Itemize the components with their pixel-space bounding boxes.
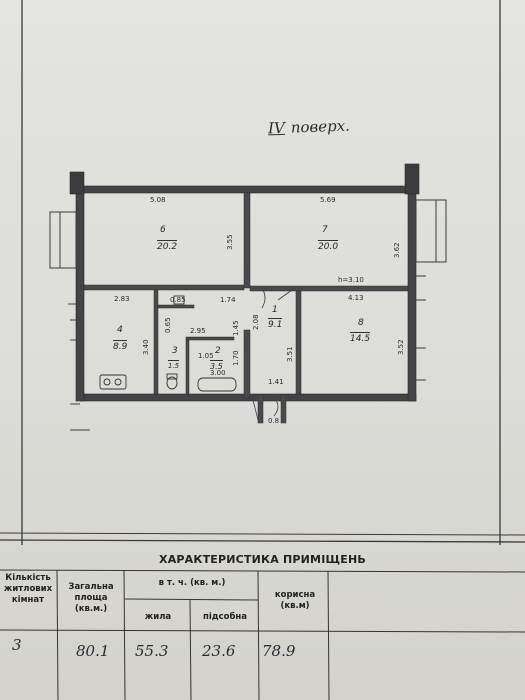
room-8-number: 8 [358,318,364,328]
value-living: 55.3 [135,642,169,660]
page-frame [0,0,525,545]
dim-bath-length: 3.00 [210,369,226,377]
dim-room6-width: 5.08 [150,196,166,204]
room-3-area: 1.5 [168,360,180,370]
dim-room7-width: 5.69 [320,196,336,204]
door-swings [251,287,293,421]
header-auxiliary: підсобна [202,612,248,622]
room-7-number: 7 [322,225,328,235]
room-4-number: 4 [117,325,123,335]
value-rooms-count: 3 [12,636,22,654]
room-3-number: 3 [172,346,178,356]
room-1-number: 1 [272,305,278,315]
dim-room4-width: 2.83 [114,295,130,303]
value-total-area: 80.1 [76,642,110,660]
interior-walls [83,192,409,424]
sanitary-fixtures [99,295,237,392]
room-7-area: 20.0 [318,240,339,252]
header-living: жила [144,612,172,622]
header-rooms-count: Кількість житлових кімнат [3,573,53,605]
room-8-area: 14.5 [350,332,371,344]
room-2-area: 3.5 [210,360,223,371]
dim-entry-small: 0.8 [268,417,280,425]
table-title: ХАРАКТЕРИСТИКА ПРИМІЩЕНЬ [159,553,366,566]
header-total-area: Загальна площа (кв.м.) [68,582,114,614]
dim-wc-width: 1.05 [198,352,214,360]
header-useful: корисна (кв.м) [274,590,316,611]
window-niches [49,199,447,431]
dim-room7-height-note: h=3.10 [338,276,364,284]
dim-room8-width: 4.13 [348,294,364,302]
dim-closet-width: 0.85 [170,296,186,304]
room-6-number: 6 [160,225,166,235]
header-including: в т. ч. (кв. м.) [158,578,226,588]
dim-hall-v1: 1.74 [220,296,236,304]
dim-bath-width: 2.95 [190,327,206,335]
value-auxiliary: 23.6 [202,642,236,660]
room-4-area: 8.9 [113,340,128,352]
dim-entry: 1.41 [268,378,284,386]
room-6-area: 20.2 [157,240,178,252]
room-2-number: 2 [215,346,221,356]
value-useful: 78.9 [262,642,296,660]
room-1-area: 9.1 [268,318,283,330]
